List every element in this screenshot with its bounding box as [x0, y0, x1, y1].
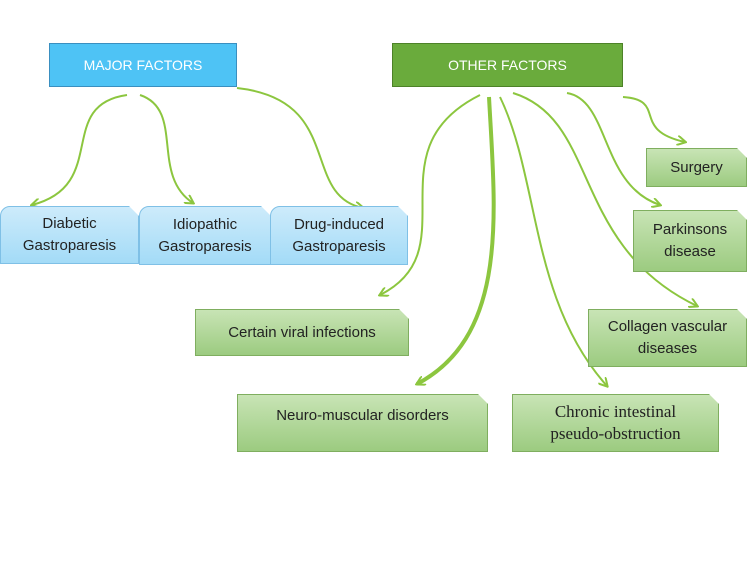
arrow-to-neuromuscular: [417, 96, 496, 386]
idiopathic-gastroparesis-box: Idiopathic Gastroparesis: [139, 206, 271, 265]
major-factors-header: MAJOR FACTORS: [49, 43, 237, 87]
certain-viral-infections-box: Certain viral infections: [195, 309, 409, 356]
drug-induced-gastroparesis-label: Drug-induced Gastroparesis: [292, 215, 386, 255]
diabetic-gastroparesis-label: Diabetic Gastroparesis: [22, 215, 117, 254]
surgery-label: Surgery: [670, 158, 723, 176]
other-factors-header-text: OTHER FACTORS: [448, 57, 567, 73]
parkinsons-disease-box: Parkinsons disease: [633, 210, 747, 272]
arrow-to-surgery: [622, 96, 685, 142]
drug-induced-gastroparesis-box: Drug-induced Gastroparesis: [270, 206, 408, 265]
neuro-muscular-disorders-label: Neuro-muscular disorders: [276, 407, 449, 424]
major-factors-header-text: MAJOR FACTORS: [83, 57, 203, 73]
other-factors-header: OTHER FACTORS: [392, 43, 623, 87]
parkinsons-disease-label: Parkinsons disease: [652, 221, 728, 260]
diabetic-gastroparesis-box: Diabetic Gastroparesis: [0, 206, 139, 264]
collagen-vascular-diseases-box: Collagen vascular diseases: [588, 309, 747, 367]
arrow-to-idiopathic: [139, 94, 193, 203]
surgery-box: Surgery: [646, 148, 747, 187]
certain-viral-infections-label: Certain viral infections: [228, 323, 376, 341]
chronic-intestinal-pseudo-obstruction-box: Chronic intestinal pseudo-obstruction: [512, 394, 719, 452]
arrow-to-viral: [380, 94, 481, 295]
chronic-intestinal-pseudo-obstruction-label: Chronic intestinal pseudo-obstruction: [550, 402, 681, 443]
neuro-muscular-disorders-box: Neuro-muscular disorders: [237, 394, 488, 452]
arrow-to-collagen: [512, 92, 697, 306]
idiopathic-gastroparesis-label: Idiopathic Gastroparesis: [158, 215, 252, 255]
collagen-vascular-diseases-label: Collagen vascular diseases: [607, 318, 728, 357]
arrow-to-diabetic: [32, 94, 128, 205]
arrow-to-drug-induced: [236, 87, 363, 208]
